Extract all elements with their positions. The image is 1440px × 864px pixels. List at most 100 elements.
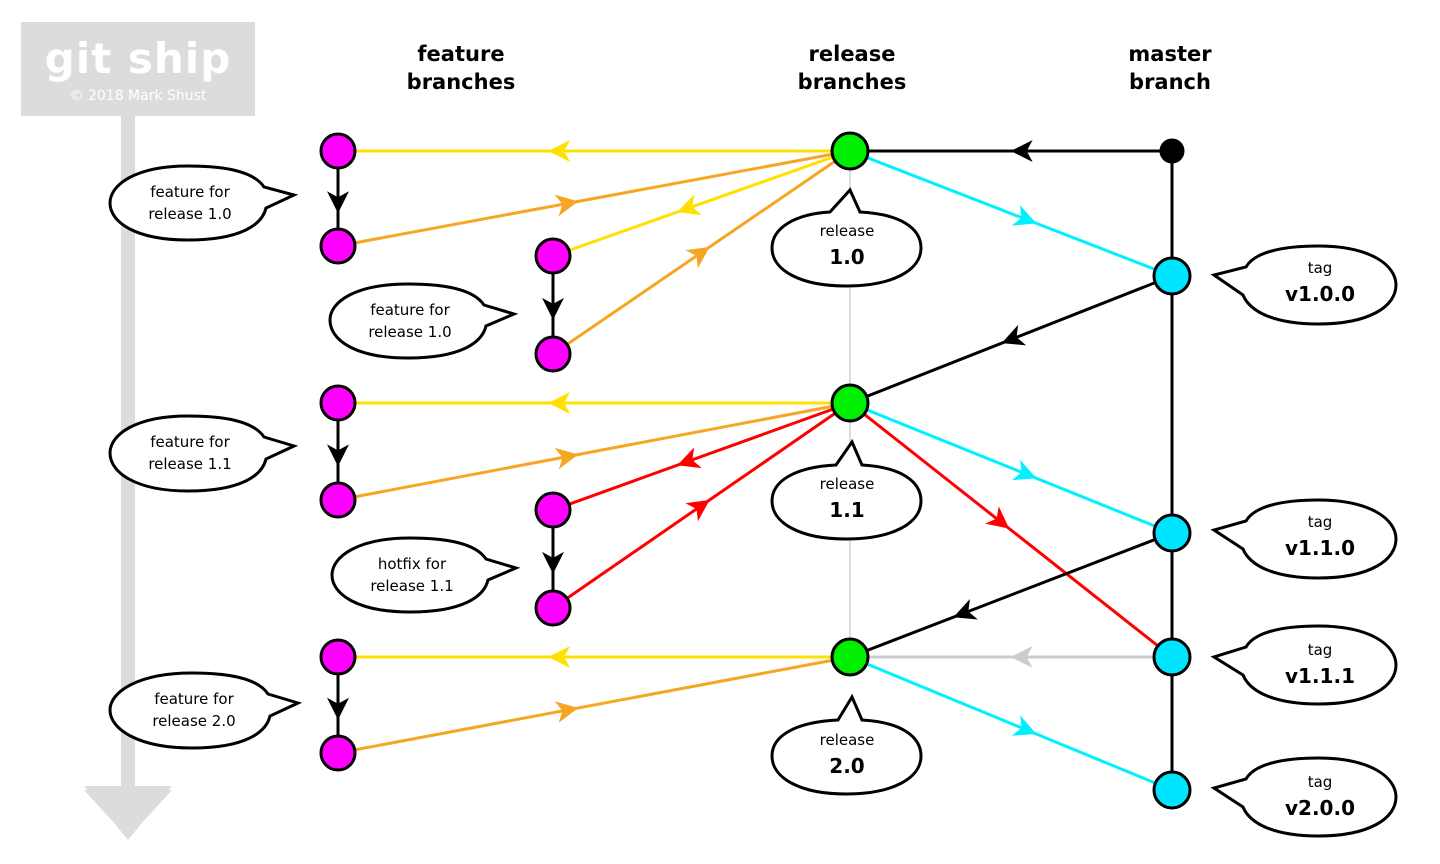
tag-label: tag — [1307, 259, 1333, 277]
feature-note-text: feature for release 1.0 — [120, 181, 260, 225]
feature-note-bubble — [108, 164, 299, 242]
header-release-branches: release branches — [762, 40, 942, 96]
tag-bubble — [1210, 624, 1398, 706]
tag-bubble-text: tag v1.0.0 — [1250, 257, 1390, 309]
edge-yellow — [552, 149, 851, 258]
release-label: release — [819, 222, 875, 240]
tag-bubble-text: tag v1.1.0 — [1250, 511, 1390, 563]
tag-bubble-text: tag v1.1.1 — [1250, 639, 1390, 691]
note-line1: feature for — [154, 690, 234, 708]
edge-black — [849, 531, 1173, 659]
direction-arrowhead — [1010, 646, 1033, 668]
header-master-branch: master branch — [1080, 40, 1260, 96]
release-bubbles — [770, 187, 923, 796]
tag-node-v1-1-0[interactable] — [1152, 513, 1192, 553]
header-master-line1: master — [1128, 42, 1212, 66]
direction-arrowhead — [685, 499, 710, 522]
feature-note-text: feature for release 1.0 — [340, 299, 480, 343]
logo: git ship © 2018 Mark Shust — [21, 22, 255, 116]
direction-arrowhead — [685, 246, 710, 269]
feature-commit-node[interactable] — [319, 132, 357, 170]
master-root-node[interactable] — [1159, 138, 1185, 164]
tag-version: v1.1.0 — [1285, 536, 1355, 560]
header-feature-line1: feature — [417, 42, 505, 66]
edge-cyan — [849, 655, 1173, 792]
note-line1: feature for — [150, 183, 230, 201]
tag-version: v2.0.0 — [1285, 796, 1355, 820]
release-node-1-0[interactable] — [830, 131, 870, 171]
feature-commit-node[interactable] — [319, 481, 357, 519]
edge-orange — [337, 149, 851, 248]
direction-arrowhead — [548, 646, 571, 668]
note-line2: release 1.1 — [148, 455, 232, 473]
release-node-2-0[interactable] — [830, 637, 870, 677]
feature-note-bubble — [330, 536, 521, 614]
release-label: release — [819, 475, 875, 493]
release-bubble-text: release 1.0 — [776, 220, 918, 272]
tag-node-v1-1-1[interactable] — [1152, 637, 1192, 677]
tag-bubble — [1210, 244, 1398, 326]
release-node-1-1[interactable] — [830, 383, 870, 423]
edge-red — [849, 401, 1173, 659]
header-release-line2: branches — [797, 70, 907, 94]
direction-arrowhead — [953, 599, 978, 620]
master-nodes — [1152, 138, 1192, 810]
tag-bubble-text: tag v2.0.0 — [1250, 771, 1390, 823]
feature-note-bubble — [108, 671, 303, 750]
feature-commit-node[interactable] — [319, 638, 357, 676]
header-feature-line2: branches — [406, 70, 516, 94]
feature-note-bubbles — [108, 164, 521, 750]
note-line2: release 2.0 — [152, 712, 236, 730]
header-master-line2: branch — [1129, 70, 1211, 94]
feature-note-text: feature for release 2.0 — [124, 688, 264, 732]
edge-cyan — [849, 401, 1173, 535]
release-version: 2.0 — [829, 754, 865, 778]
direction-arrowhead — [327, 191, 349, 214]
note-line1: feature for — [370, 301, 450, 319]
direction-arrowhead — [327, 697, 349, 720]
direction-arrowhead — [327, 444, 349, 467]
arrowheads — [327, 140, 1037, 736]
feature-commit-node[interactable] — [534, 335, 572, 373]
feature-commit-node[interactable] — [319, 227, 357, 265]
direction-arrowhead — [1011, 205, 1037, 226]
hotfix-note-text: hotfix for release 1.1 — [342, 553, 482, 597]
feature-note-bubble — [108, 414, 299, 493]
feature-commit-node[interactable] — [319, 734, 357, 772]
feature-commit-node[interactable] — [534, 237, 572, 275]
direction-arrowhead — [1011, 459, 1037, 481]
release-label: release — [819, 731, 875, 749]
direction-arrowhead — [548, 140, 571, 162]
direction-arrowhead — [1010, 140, 1033, 162]
direction-arrowhead — [677, 194, 702, 216]
tag-bubble — [1210, 498, 1398, 580]
tag-version: v1.0.0 — [1285, 282, 1355, 306]
release-bubble-text: release 2.0 — [776, 729, 918, 781]
tag-label: tag — [1307, 641, 1333, 659]
header-release-line1: release — [808, 42, 896, 66]
edge-red — [552, 401, 851, 512]
direction-arrowhead — [554, 194, 579, 217]
edge-orange — [337, 655, 851, 755]
direction-arrowhead — [554, 447, 579, 470]
hotfix-commit-node[interactable] — [534, 491, 572, 529]
release-bubble — [770, 187, 923, 288]
hotfix-commit-node[interactable] — [534, 589, 572, 627]
logo-copyright: © 2018 Mark Shust — [69, 88, 207, 104]
feature-nodes — [319, 132, 572, 772]
header-feature-branches: feature branches — [371, 40, 551, 96]
tag-node-v1-0-0[interactable] — [1152, 256, 1192, 296]
direction-arrowhead — [542, 551, 564, 574]
tag-node-v2-0-0[interactable] — [1152, 770, 1192, 810]
tag-label: tag — [1307, 513, 1333, 531]
direction-arrowhead — [542, 297, 564, 320]
direction-arrowhead — [548, 392, 571, 414]
note-line2: release 1.0 — [148, 205, 232, 223]
direction-arrowhead — [1001, 324, 1027, 346]
release-version: 1.1 — [829, 498, 865, 522]
release-nodes — [830, 131, 870, 677]
tag-bubbles — [1210, 244, 1398, 838]
release-bubble-text: release 1.1 — [776, 473, 918, 525]
feature-commit-node[interactable] — [319, 384, 357, 422]
